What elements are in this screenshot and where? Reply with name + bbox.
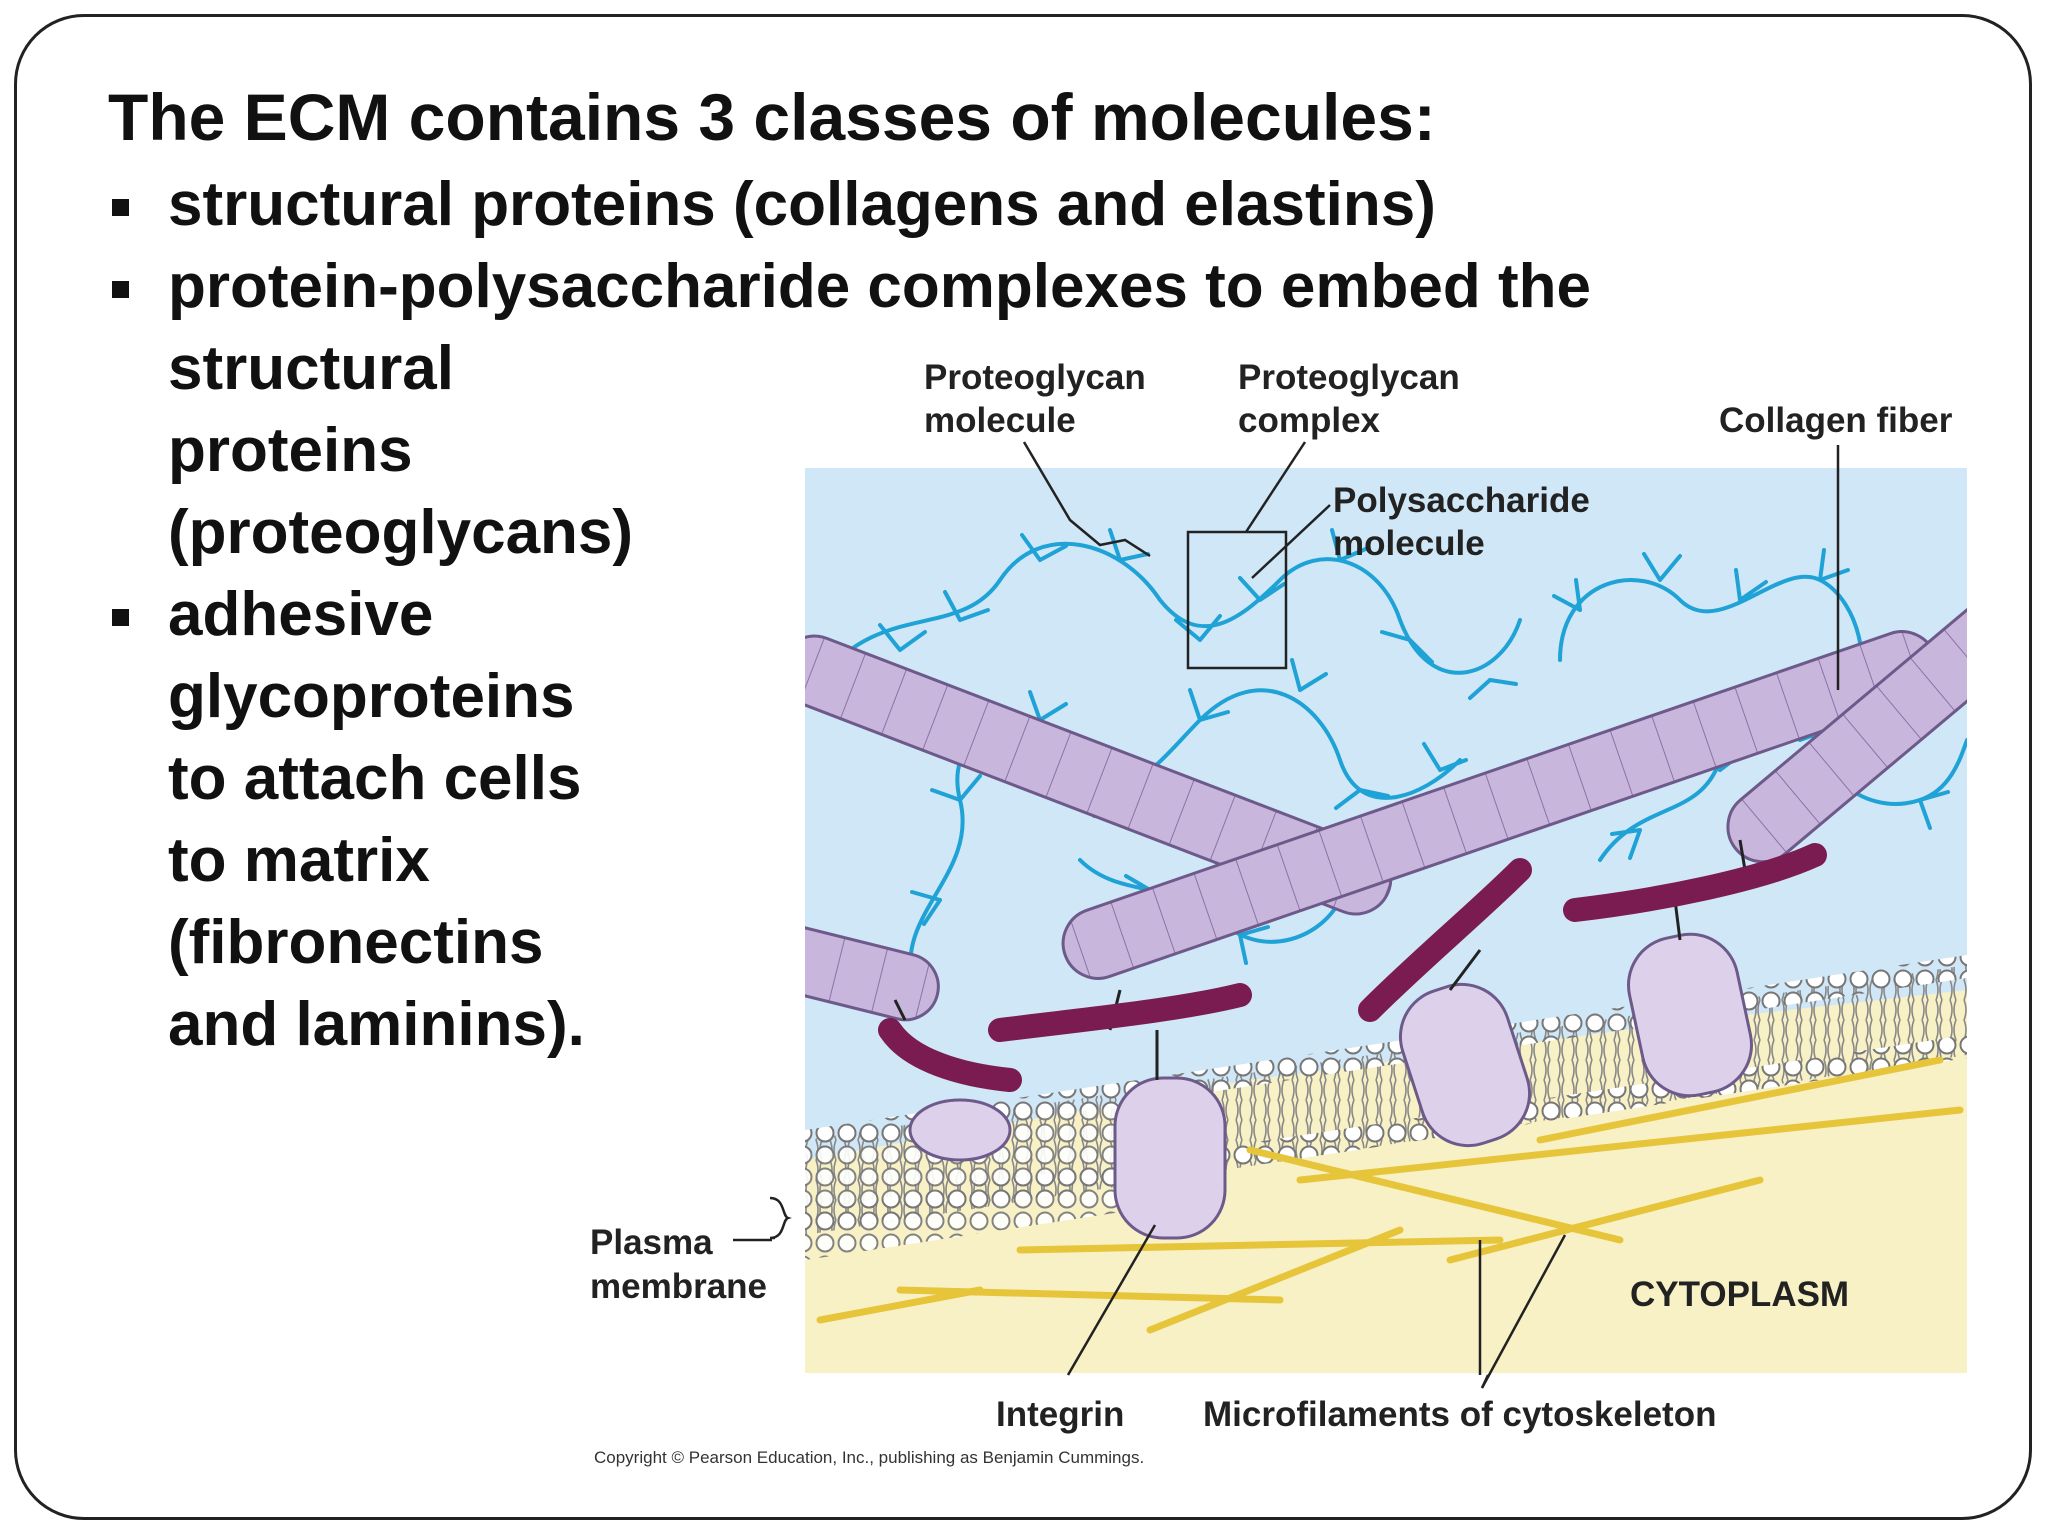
collagen-fiber	[805, 634, 1393, 916]
bullet-line: structural	[168, 334, 454, 403]
bullet-line: adhesive	[168, 580, 434, 649]
diagram-labels: Proteoglycan molecule Proteoglycan compl…	[590, 358, 1953, 1434]
label-polysaccharide-molecule: molecule	[1333, 524, 1485, 563]
collagen-fibers	[805, 526, 1967, 1022]
label-proteoglycan-molecule: Proteoglycan	[924, 358, 1146, 397]
label-plasma-membrane: membrane	[590, 1267, 767, 1306]
bullet-line: and laminins).	[168, 990, 585, 1059]
label-integrin: Integrin	[996, 1395, 1124, 1434]
bullet-line: structural proteins (collagens and elast…	[168, 170, 1436, 239]
bullet-marker	[112, 199, 129, 216]
bullet-marker	[112, 609, 129, 626]
integrin-protein	[1626, 932, 1754, 1098]
label-collagen-fiber: Collagen fiber	[1719, 401, 1953, 440]
label-plasma-membrane: Plasma	[590, 1223, 713, 1262]
bullet-line: (proteoglycans)	[168, 498, 634, 567]
integrins	[908, 932, 1754, 1240]
copyright-notice: Copyright © Pearson Education, Inc., pub…	[594, 1448, 1144, 1467]
fibronectins	[878, 843, 1827, 1092]
bullet-line: (fibronectins	[168, 908, 544, 977]
bullet-marker	[112, 281, 129, 298]
slide-heading: The ECM contains 3 classes of molecules:	[108, 80, 1436, 154]
label-polysaccharide-molecule: Polysaccharide	[1333, 481, 1590, 520]
label-proteoglycan-complex: Proteoglycan	[1238, 358, 1460, 397]
integrin-protein	[908, 1098, 1012, 1162]
collagen-fiber	[1726, 526, 1967, 864]
microfilaments	[816, 1056, 1964, 1334]
bullet-line: proteins	[168, 416, 413, 485]
collagen-fiber	[805, 924, 940, 1022]
bullet-line: glycoproteins	[168, 662, 575, 731]
integrin-tethers	[893, 839, 1747, 1080]
bullet-line: to matrix	[168, 826, 430, 895]
diagram-panel	[805, 468, 1967, 1373]
bullet-line: protein-polysaccharide complexes to embe…	[168, 252, 1591, 321]
integrin-protein	[1113, 1076, 1227, 1240]
bullet-line: to attach cells	[168, 744, 582, 813]
label-proteoglycan-complex: complex	[1238, 401, 1381, 440]
label-microfilaments: Microfilaments of cytoskeleton	[1203, 1395, 1716, 1434]
leader-lines	[733, 441, 1840, 1389]
label-cytoplasm: CYTOPLASM	[1630, 1275, 1849, 1314]
label-proteoglycan-molecule: molecule	[924, 401, 1076, 440]
integrin-protein	[1398, 982, 1532, 1148]
proteoglycan-complex-box	[1186, 530, 1288, 670]
